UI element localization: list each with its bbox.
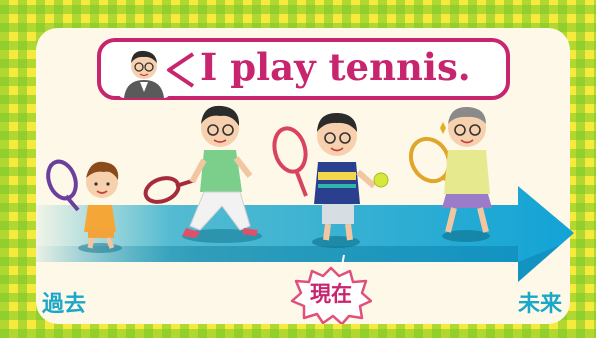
sentence-title: I play tennis. bbox=[200, 45, 471, 89]
speech-pointer-icon bbox=[167, 52, 195, 88]
starburst-badge-icon bbox=[290, 266, 372, 324]
past-label: 過去 bbox=[42, 292, 87, 317]
adult-tennis-player bbox=[272, 112, 389, 248]
time-arrow bbox=[36, 186, 574, 282]
older-tennis-player bbox=[408, 106, 492, 242]
present-label: 現在 bbox=[310, 282, 352, 306]
future-label: 未来 bbox=[518, 292, 563, 317]
teacher-avatar-icon bbox=[118, 42, 170, 98]
teen-tennis-player bbox=[143, 105, 262, 243]
child-tennis-player bbox=[46, 159, 122, 253]
